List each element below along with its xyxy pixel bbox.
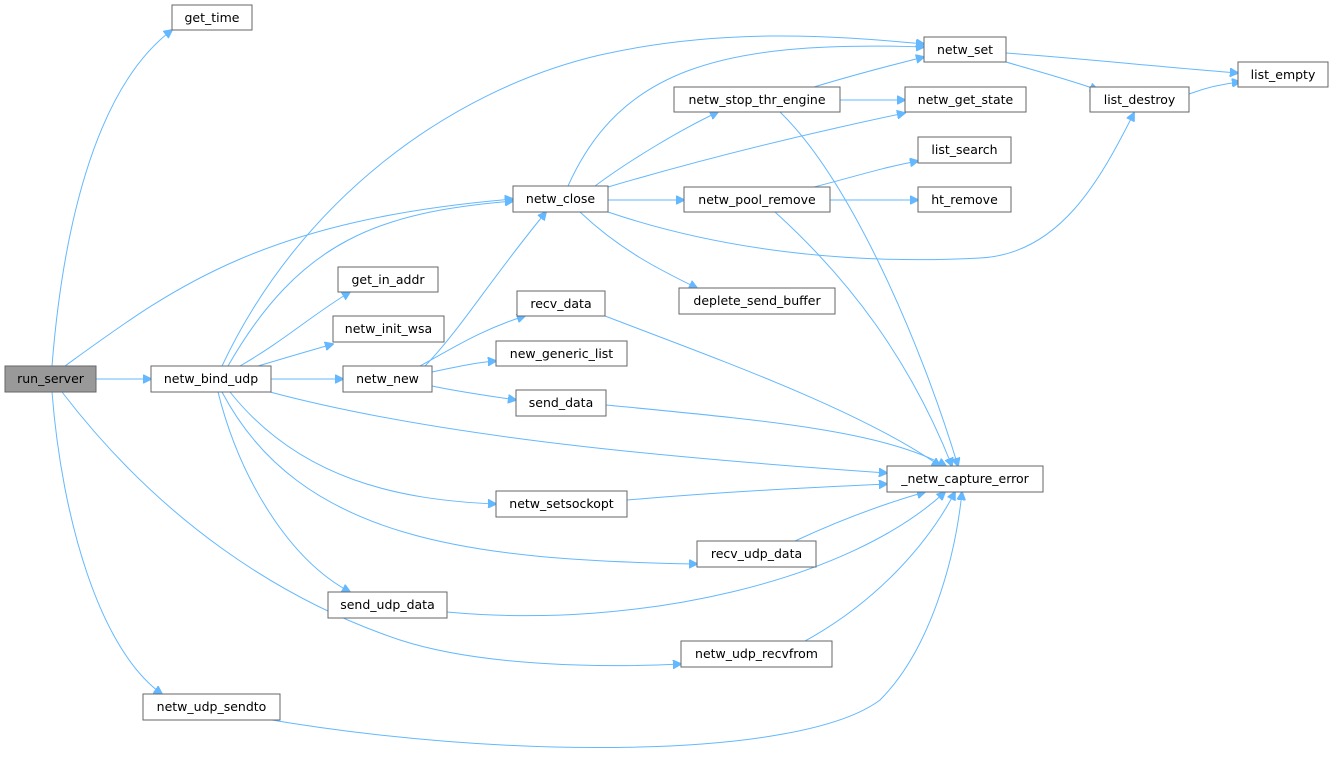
- node-label: netw_close: [526, 191, 595, 206]
- edge-run_server-netw_udp_sendto: [51, 391, 162, 694]
- node-label: get_in_addr: [351, 272, 425, 287]
- node-label: netw_init_wsa: [345, 321, 432, 336]
- node-label: recv_data: [530, 296, 591, 311]
- node-new_generic_list[interactable]: new_generic_list: [495, 340, 628, 367]
- node-label: netw_setsockopt: [509, 496, 613, 511]
- node-ht_remove[interactable]: ht_remove: [917, 186, 1012, 213]
- edge-send_data-netw_capture_error: [605, 404, 946, 466]
- node-label: list_destroy: [1104, 92, 1176, 107]
- node-label: get_time: [184, 10, 239, 25]
- edge-netw_bind_udp-netw_capture_error: [269, 391, 887, 473]
- node-netw_bind_udp[interactable]: netw_bind_udp: [150, 365, 272, 393]
- edge-netw_udp_recvfrom-netw_capture_error: [804, 492, 955, 642]
- edge-netw_pool_remove-list_search: [813, 161, 918, 188]
- edge-netw_close-deplete_send_buffer: [579, 211, 697, 288]
- edge-run_server-get_time: [51, 30, 172, 367]
- node-get_time[interactable]: get_time: [171, 4, 253, 31]
- edge-netw_new-recv_data: [419, 316, 525, 367]
- node-label: netw_bind_udp: [164, 371, 258, 386]
- node-label: list_search: [931, 142, 997, 157]
- node-label: netw_udp_recvfrom: [695, 646, 818, 661]
- node-label: recv_udp_data: [711, 546, 802, 561]
- node-netw_set[interactable]: netw_set: [923, 36, 1007, 63]
- node-label: netw_set: [937, 42, 993, 57]
- node-label: send_udp_data: [340, 597, 435, 612]
- node-label: netw_new: [356, 371, 419, 386]
- node-netw_pool_remove[interactable]: netw_pool_remove: [683, 186, 831, 213]
- node-label: send_data: [529, 395, 593, 410]
- edge-netw_new-netw_close: [424, 212, 546, 367]
- node-netw_new[interactable]: netw_new: [342, 365, 433, 393]
- node-netw_setsockopt[interactable]: netw_setsockopt: [495, 490, 628, 518]
- node-netw_init_wsa[interactable]: netw_init_wsa: [332, 315, 445, 343]
- edge-list_destroy-list_empty: [1188, 82, 1240, 95]
- edge-netw_set-list_empty: [1005, 52, 1238, 73]
- node-netw_close[interactable]: netw_close: [512, 185, 609, 213]
- edge-netw_bind_udp-netw_init_wsa: [257, 344, 333, 367]
- edges-layer: [51, 30, 1240, 749]
- edge-netw_close-netw_set: [567, 46, 924, 187]
- node-label: netw_pool_remove: [698, 192, 816, 207]
- edge-recv_udp_data-netw_capture_error: [794, 492, 925, 542]
- node-label: list_empty: [1251, 67, 1316, 82]
- edge-netw_stop_thr_engine-netw_set: [813, 57, 924, 88]
- edge-netw_udp_sendto-netw_capture_error: [259, 492, 962, 749]
- edge-netw_new-new_generic_list: [431, 361, 496, 373]
- edge-run_server-netw_udp_recvfrom: [61, 391, 681, 666]
- node-label: netw_stop_thr_engine: [688, 92, 825, 107]
- node-netw_get_state[interactable]: netw_get_state: [904, 86, 1027, 113]
- edge-netw_new-send_data: [431, 385, 516, 400]
- node-label: ht_remove: [931, 192, 998, 207]
- edge-netw_bind_udp-recv_udp_data: [221, 391, 697, 564]
- edge-netw_bind_udp-netw_setsockopt: [229, 391, 496, 504]
- edge-netw_set-list_destroy: [1005, 61, 1098, 90]
- edge-netw_bind_udp-netw_set: [221, 35, 924, 367]
- node-send_data[interactable]: send_data: [515, 389, 607, 417]
- edge-run_server-netw_close: [64, 199, 513, 367]
- node-list_destroy[interactable]: list_destroy: [1089, 86, 1190, 113]
- node-netw_stop_thr_engine[interactable]: netw_stop_thr_engine: [673, 86, 841, 113]
- nodes-layer: run_server get_time netw_bind_udp netw_c…: [4, 4, 1329, 721]
- edge-recv_data-netw_capture_error: [604, 315, 940, 466]
- edge-netw_bind_udp-send_udp_data: [217, 391, 350, 592]
- node-list_search[interactable]: list_search: [917, 136, 1012, 164]
- node-list_empty[interactable]: list_empty: [1237, 61, 1329, 88]
- edge-netw_stop_thr_engine-netw_capture_error: [779, 111, 958, 466]
- edge-netw_pool_remove-netw_capture_error: [774, 211, 952, 466]
- node-netw_udp_sendto[interactable]: netw_udp_sendto: [142, 693, 281, 721]
- node-send_udp_data[interactable]: send_udp_data: [327, 591, 448, 619]
- node-label: run_server: [17, 371, 85, 386]
- edge-netw_close-netw_get_state: [607, 113, 905, 188]
- node-get_in_addr[interactable]: get_in_addr: [337, 266, 439, 293]
- node-netw_capture_error[interactable]: _netw_capture_error: [886, 465, 1044, 493]
- node-recv_udp_data[interactable]: recv_udp_data: [696, 540, 817, 568]
- node-netw_udp_recvfrom[interactable]: netw_udp_recvfrom: [680, 640, 833, 668]
- edge-netw_close-netw_stop_thr_engine: [594, 112, 718, 187]
- node-label: new_generic_list: [510, 346, 614, 361]
- edge-netw_bind_udp-netw_close: [227, 201, 513, 367]
- edge-netw_bind_udp-get_in_addr: [239, 292, 350, 367]
- node-label: netw_get_state: [918, 92, 1014, 107]
- edge-netw_setsockopt-netw_capture_error: [626, 484, 887, 501]
- node-recv_data[interactable]: recv_data: [516, 290, 606, 317]
- node-label: deplete_send_buffer: [693, 293, 821, 308]
- node-label: netw_udp_sendto: [157, 699, 267, 714]
- node-deplete_send_buffer[interactable]: deplete_send_buffer: [678, 287, 836, 315]
- edge-send_udp_data-netw_capture_error: [446, 492, 945, 617]
- node-label: _netw_capture_error: [900, 471, 1029, 486]
- node-run_server[interactable]: run_server: [4, 365, 97, 393]
- edge-netw_close-list_destroy: [607, 113, 1134, 261]
